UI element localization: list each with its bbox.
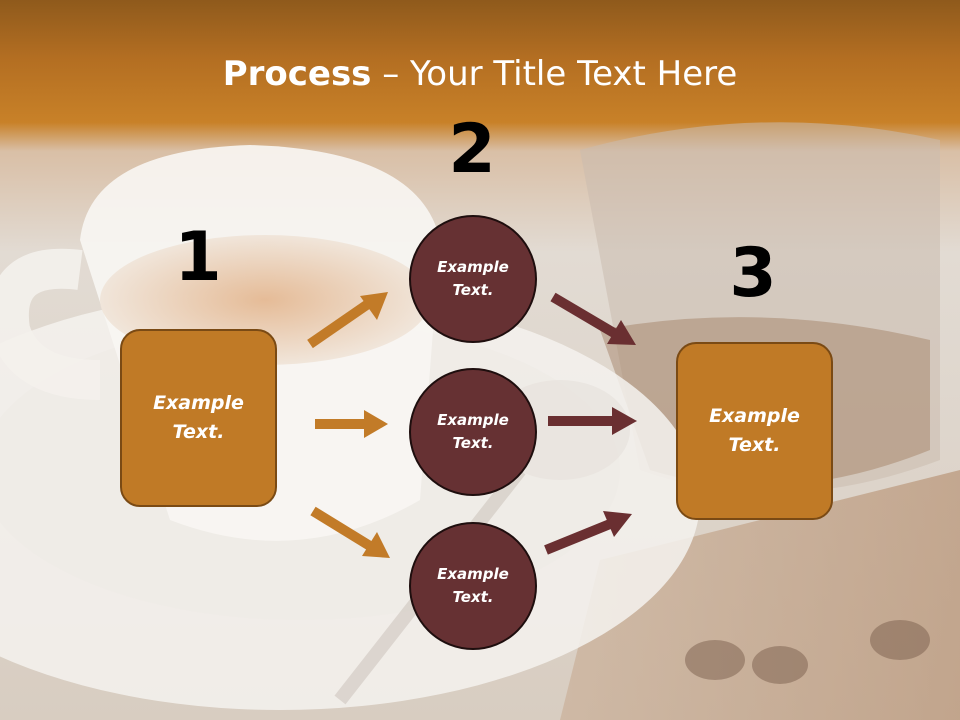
left-step-box: Example Text.: [120, 329, 277, 507]
title-bold: Process: [222, 54, 372, 94]
top-circle-text: Example Text.: [437, 258, 509, 299]
step-number-3: 3: [729, 234, 777, 313]
slide-title: Process – Your Title Text Here: [0, 50, 960, 98]
arrow-top-to-right: [550, 292, 636, 345]
bottom-circle-text: Example Text.: [437, 565, 509, 606]
step-number-2: 2: [448, 110, 496, 189]
bottom-circle: Example Text.: [409, 522, 537, 650]
arrow-middle-to-right: [548, 407, 637, 435]
right-step-text: Example Text.: [709, 405, 800, 456]
arrow-left-to-middle: [315, 410, 388, 438]
middle-circle: Example Text.: [409, 368, 537, 496]
arrow-left-to-top: [307, 292, 388, 349]
arrow-bottom-to-right: [544, 511, 632, 555]
top-circle: Example Text.: [409, 215, 537, 343]
step-number-1: 1: [174, 218, 222, 297]
right-step-box: Example Text.: [676, 342, 833, 520]
left-step-text: Example Text.: [153, 392, 244, 443]
middle-circle-text: Example Text.: [437, 411, 509, 452]
arrow-left-to-bottom: [310, 506, 390, 558]
title-rest: – Your Title Text Here: [371, 54, 738, 94]
